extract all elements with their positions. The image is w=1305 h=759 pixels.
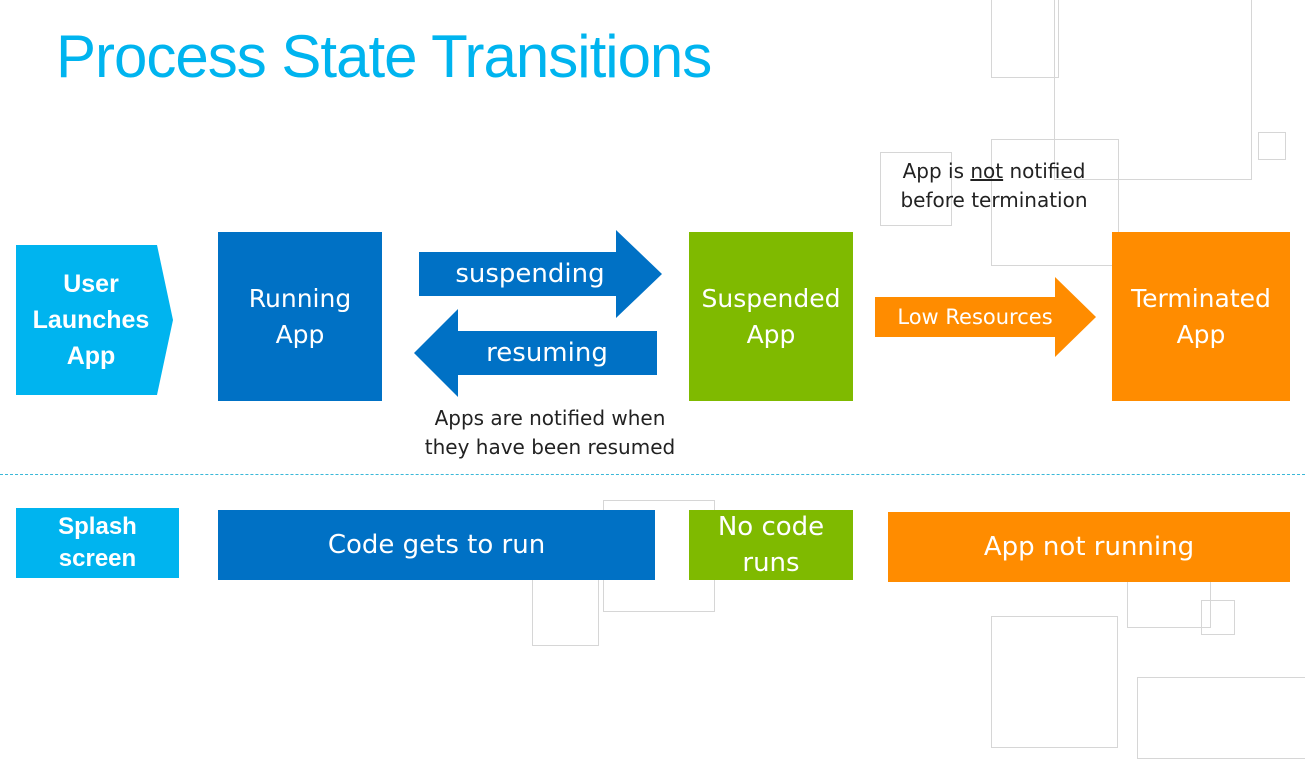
- termination-note-suffix: notified before termination: [900, 159, 1088, 212]
- running-app-box: Running App: [218, 232, 382, 401]
- resuming-label: resuming: [486, 338, 608, 368]
- terminated-app-box: Terminated App: [1112, 232, 1290, 401]
- app-not-running-box: App not running: [888, 512, 1290, 582]
- suspended-app-box: Suspended App: [689, 232, 853, 401]
- termination-note: App is not notified before termination: [878, 157, 1110, 215]
- page-title: Process State Transitions: [56, 23, 712, 90]
- code-runs-box: Code gets to run: [218, 510, 655, 580]
- decorative-frame: [1137, 677, 1305, 759]
- decorative-frame: [1201, 600, 1235, 635]
- decorative-frame: [991, 139, 1119, 266]
- no-code-box: No code runs: [689, 510, 853, 580]
- decorative-frame: [991, 616, 1118, 748]
- decorative-frame: [991, 0, 1059, 78]
- decorative-frame: [1258, 132, 1286, 160]
- section-divider: [0, 474, 1305, 475]
- decorative-frame: [1054, 0, 1252, 180]
- low-resources-arrow: [875, 277, 1096, 357]
- suspending-label: suspending: [455, 259, 605, 289]
- termination-note-emphasis: not: [970, 159, 1004, 183]
- user-launches-shape: [16, 245, 173, 395]
- decorative-frame: [880, 152, 952, 226]
- suspending-arrow: [419, 230, 662, 318]
- splash-screen-box: Splash screen: [16, 508, 179, 578]
- resuming-arrow: [414, 309, 657, 397]
- termination-note-prefix: App is: [902, 159, 971, 183]
- resumed-note: Apps are notified when they have been re…: [424, 406, 676, 459]
- low-resources-label: Low Resources: [897, 305, 1053, 329]
- user-launches-label: User Launches App: [32, 270, 150, 370]
